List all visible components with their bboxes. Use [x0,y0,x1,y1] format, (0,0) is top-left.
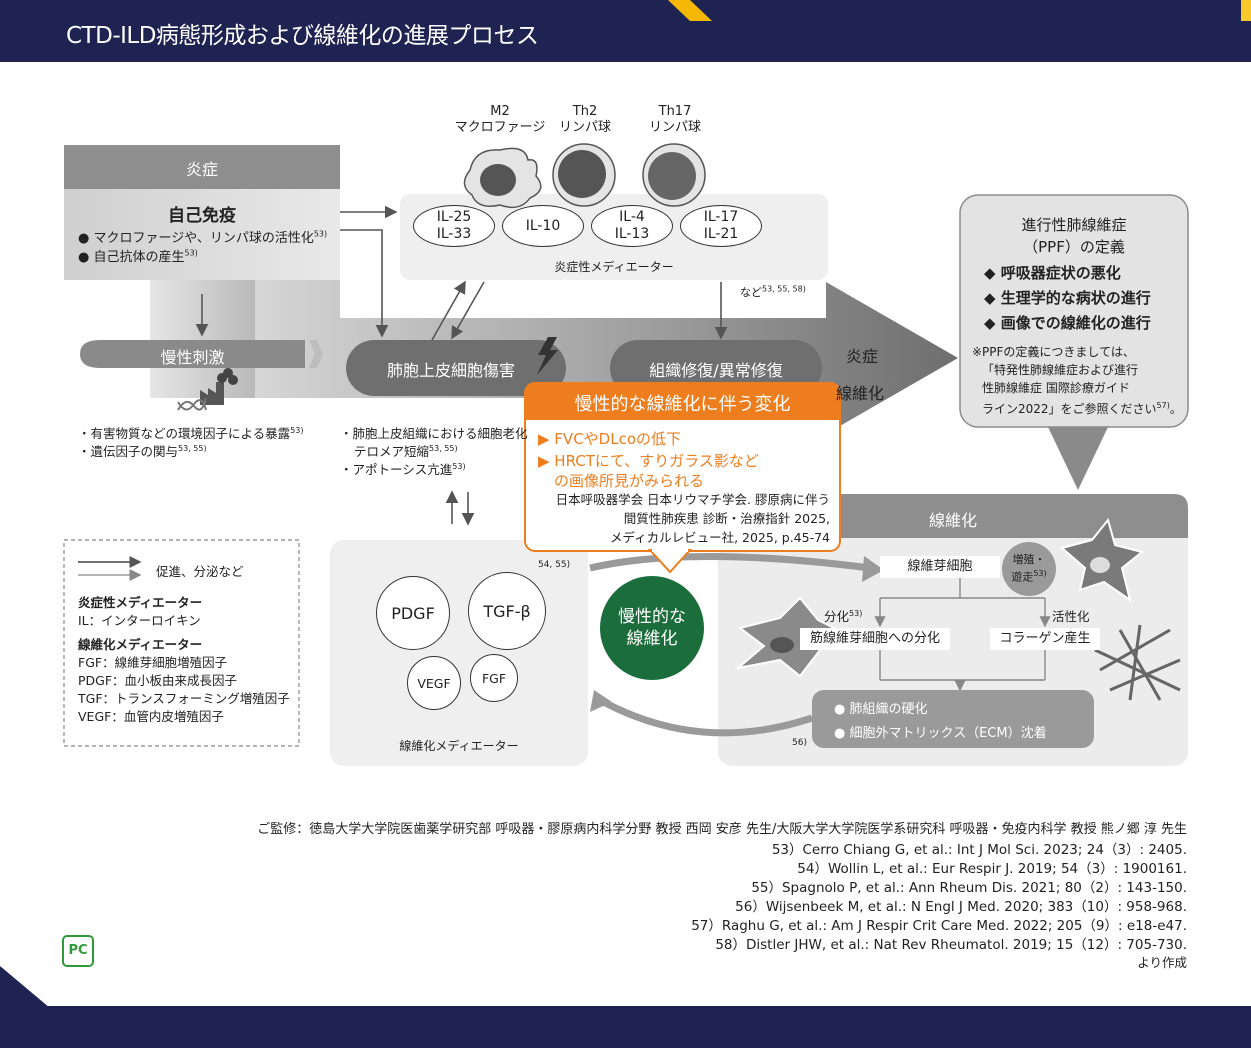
mediator-pdgf: PDGF [376,576,450,650]
footer-bar [0,1006,1251,1048]
reference-57: 57）Raghu G, et al.: Am J Respir Crit Car… [691,918,1187,934]
myofibroblast-cell-icon [734,596,853,678]
fibrosis-header-label: 線維化 [928,511,977,530]
lightning-icon [537,337,558,375]
arrow-inflammation-label: 炎症 [846,347,879,366]
ppf-item-1: ◆ 呼吸器症状の悪化 [984,264,1121,282]
dna-icon [177,397,207,411]
legend-arrow-label: 促進、分泌など [156,564,244,579]
injury-label: 肺胞上皮細胞傷害 [386,361,515,380]
differentiation-label: 分化53) [824,608,863,624]
inflammatory-mediator-label: 炎症性メディエーター [554,260,674,274]
callout-source: 日本呼吸器学会 日本リウマチ学会. 膠原病に伴う間質性肺疾患 診断・治療指針 2… [555,492,830,545]
mediator-tgf-beta: TGF-β [468,572,546,650]
ppf-title: 進行性肺線維症（PPF）の定義 [1021,216,1127,256]
mediator-vegf: VEGF [407,656,461,710]
reference-55: 55）Spagnolo P, et al.: Ann Rheum Dis. 20… [751,880,1187,896]
fibro-mediator-ref: 54, 55) [538,560,571,570]
ppf-note: ※PPFの定義につきましては、 「特発性肺線維症および進行 性肺線維症 国際診療… [972,345,1182,416]
proliferation-badge: 増殖・遊走53) [1002,542,1056,596]
injury-note-1b: テロメア短縮53, 55) [354,443,458,459]
supervision-note: ご監修：徳島大学大学院医歯薬学研究部 呼吸器・膠原病内科学分野 教授 西岡 安彦… [257,822,1187,837]
chronic-fibrosis-label: 慢性的な線維化 [618,607,686,649]
stimulus-label: 慢性刺激 [160,348,225,367]
fibrosis-result-box [812,690,1094,748]
pc-logo: PC [62,935,94,967]
fibrosis-result-2: ● 細胞外マトリックス（ECM）沈着 [834,726,1047,741]
legend-text: 炎症性メディエーター IL：インターロイキン 線維化メディエーター FGF：線維… [78,595,290,724]
injury-note-2: ・アポトーシス亢進53) [340,461,466,477]
legend-box [63,539,300,747]
th2-lymphocyte-icon [552,143,616,207]
reference-54: 54）Wollin L, et al.: Eur Respir J. 2019;… [797,861,1187,877]
ppf-item-3: ◆ 画像での線維化の進行 [984,314,1151,332]
autoimmunity-bullet-2: ● 自己抗体の産生53) [78,248,198,265]
collagen-label: コラーゲン産生 [990,628,1100,650]
stimulus-note-1: ・有害物質などの環境因子による暴露53) [78,425,304,441]
diagram-shapes [63,143,1189,766]
mediator-il10: IL-10 [502,205,584,247]
made-from-note: より作成 [1137,955,1187,970]
activation-label: 活性化 [1052,609,1090,624]
mediator-fgf: FGF [470,654,518,702]
fibro-mediator-label: 線維化メディエーター [399,739,519,753]
callout-item-2a: ▶ HRCTにて、すりガラス影など [538,452,759,470]
chronic-fibrosis-circle [600,576,704,680]
arrow-fibrosis-label: 線維化 [836,384,885,403]
header-accent-mask [690,0,1241,21]
callout-item-1: ▶ FVCやDLcoの低下 [538,430,681,448]
repair-label: 組織修復/異常修復 [649,361,783,380]
fibrosis-ref: 56) [792,738,807,748]
reference-56: 56）Wijsenbeek M, et al.: N Engl J Med. 2… [735,899,1187,915]
injury-note-1a: ・肺胞上皮組織における細胞老化 [340,426,528,441]
stimulus-note-2: ・遺伝因子の関与53, 55) [78,443,207,459]
callout-title: 慢性的な線維化に伴う変化 [574,394,791,415]
fibrosis-result-1: ● 肺組織の硬化 [834,702,928,717]
collagen-icon [1094,624,1181,701]
page-title: CTD-ILD病態形成および線維化の進展プロセス [66,23,539,49]
inflammation-header [64,145,340,189]
stimulus-pill-shape [80,340,305,368]
autoimmunity-bullet-1: ● マクロファージや、リンパ球の活性化53) [78,229,328,246]
m2-macrophage-icon [463,147,542,209]
reference-53: 53）Cerro Chiang G, et al.: Int J Mol Sci… [771,842,1187,858]
callout-item-2b: の画像所見がみられる [554,472,705,490]
autoimmunity-title: 自己免疫 [168,206,236,226]
fibroblast-label: 線維芽細胞 [880,556,1000,578]
inflammation-header-label: 炎症 [185,160,218,179]
ppf-item-2: ◆ 生理学的な病状の進行 [984,289,1151,307]
reference-58: 58）Distler JHW, et al.: Nat Rev Rheumato… [715,937,1187,953]
fibro-mediator-panel [330,540,588,766]
th17-lymphocyte-icon [642,143,706,207]
mediator-etc: など53, 55, 58) [740,284,806,299]
myofibroblast-label: 筋線維芽細胞への分化 [800,628,950,650]
injury-pill-shape [346,340,566,396]
